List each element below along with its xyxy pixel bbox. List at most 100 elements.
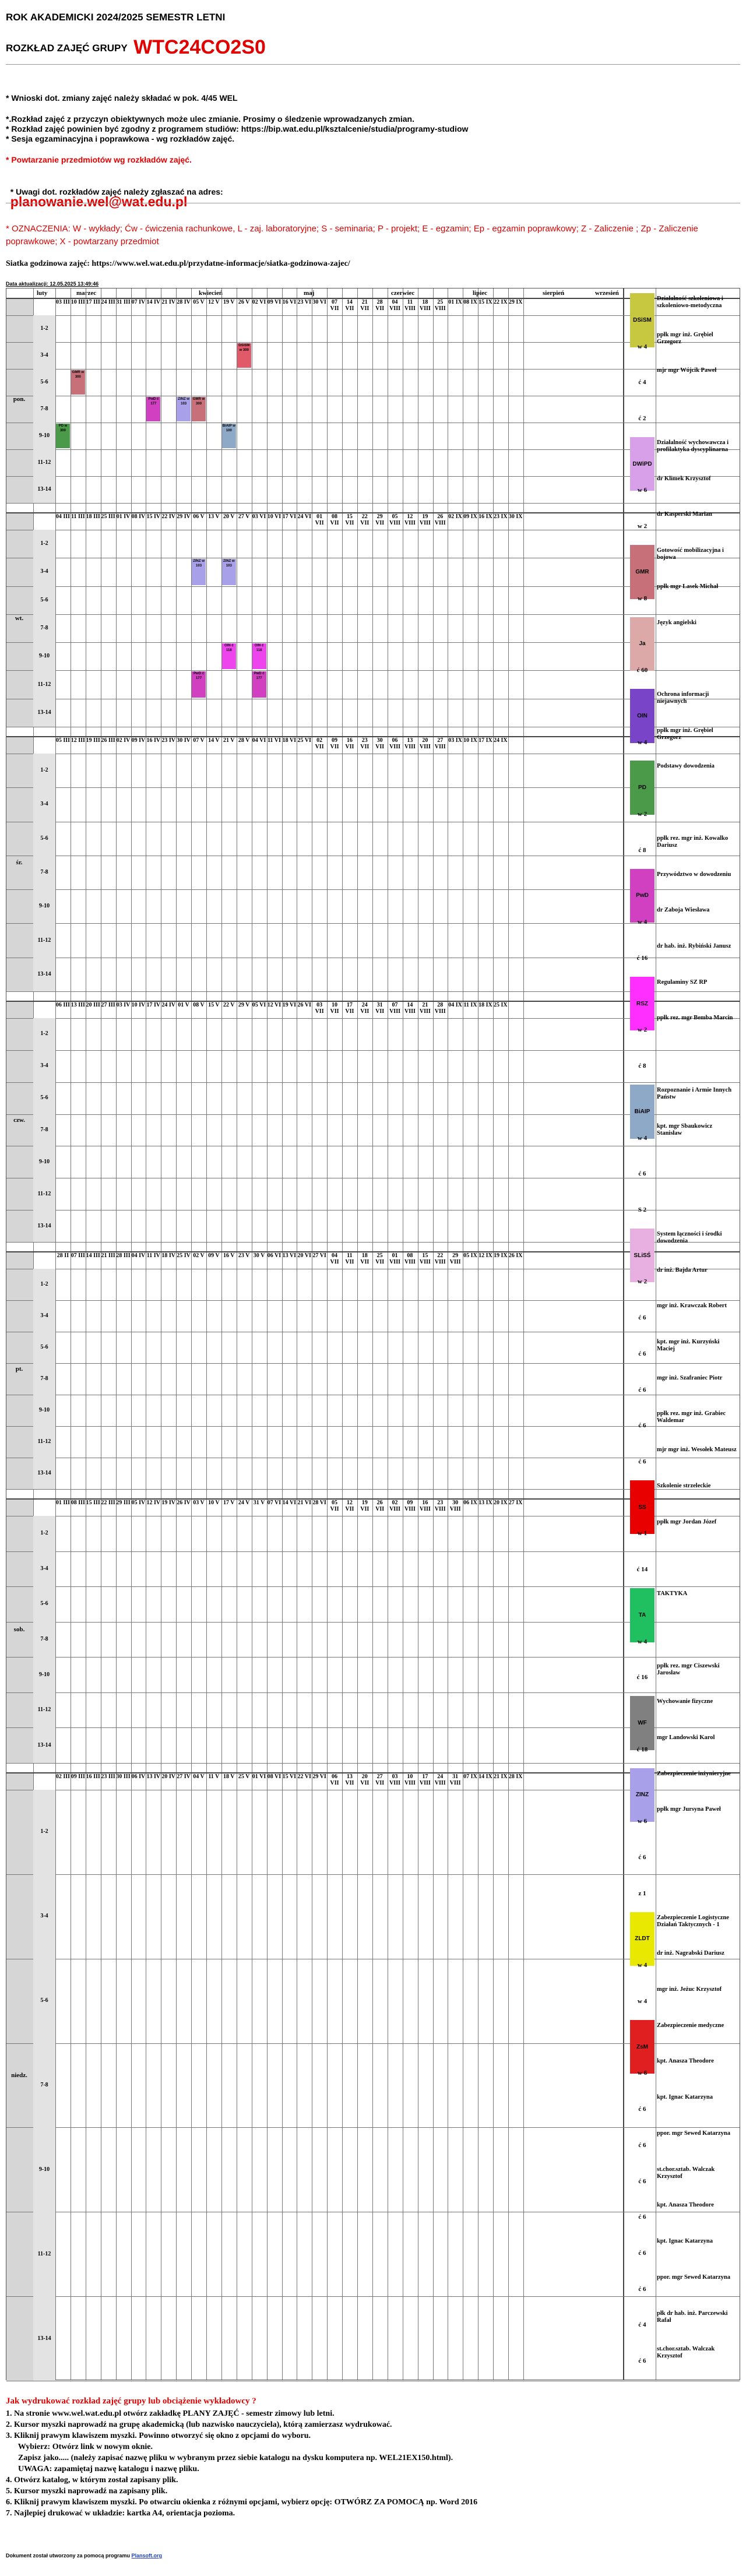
hour-band <box>33 1178 55 1210</box>
legend-count: ć 6 <box>638 2249 646 2257</box>
hour-band <box>33 476 55 503</box>
month-label: luty <box>37 290 48 297</box>
date-cell: 14 V <box>208 737 220 744</box>
date-cell: 06 IX <box>463 1500 477 1506</box>
date-cell: 28 V <box>238 737 250 744</box>
class-block[interactable]: PwD ć 177 <box>146 397 161 421</box>
legend-code: DSiSM <box>630 293 654 347</box>
hour-label: 9-10 <box>38 903 50 910</box>
legend-count: ć 60 <box>636 667 648 674</box>
day-band <box>6 736 33 991</box>
row-line <box>6 1489 740 1490</box>
date-cell: 08 III <box>71 1500 85 1506</box>
hour-band <box>33 787 55 822</box>
hour-band <box>33 1458 55 1489</box>
day-separator <box>6 1251 740 1252</box>
month-label: maj <box>304 290 315 297</box>
legend-name: mgr inż. Szafraniec Piotr <box>657 1374 723 1381</box>
legend-count: ć 4 <box>638 2321 646 2329</box>
plansoft-link[interactable]: Plansoft.org <box>131 2553 163 2559</box>
date-cell: 10 III <box>71 299 85 305</box>
class-block[interactable]: GMR w 300 <box>192 397 206 421</box>
hour-band <box>33 1727 55 1763</box>
date-cell: 17 VI <box>282 513 297 520</box>
hour-band <box>33 1586 55 1622</box>
hour-band <box>33 889 55 924</box>
date-cell: 01 IX <box>448 299 462 305</box>
legend-count: w 6 <box>637 1818 648 1825</box>
date-cell: 30 V <box>253 1252 265 1259</box>
hour-band <box>33 1269 55 1300</box>
date-cell: 30 VI <box>312 299 326 305</box>
row-line <box>6 315 740 316</box>
hour-label: 1-2 <box>40 1030 48 1037</box>
date-cell: 26 IX <box>508 1252 523 1259</box>
date-cell: 25 IX <box>493 1002 508 1008</box>
day-separator <box>6 1001 740 1002</box>
date-cell: 09 VII <box>330 737 339 750</box>
date-cell: 22 VII <box>360 513 370 526</box>
uwagi-mail-link[interactable]: planowanie.wel@wat.edu.pl <box>10 194 188 209</box>
class-block[interactable]: DSiSM w 300 <box>237 343 251 368</box>
hour-band <box>33 1050 55 1082</box>
date-cell: 04 VI <box>252 737 266 744</box>
legend-code: PD <box>630 761 654 815</box>
date-cell: 09 IX <box>463 513 477 520</box>
date-cell: 16 V <box>223 1252 235 1259</box>
class-block[interactable]: OIN ć 118 <box>252 643 266 670</box>
date-cell: 14 VI <box>282 1500 297 1506</box>
date-cell: 22 IV <box>161 513 175 520</box>
date-cell: 16 IX <box>478 513 492 520</box>
hour-band <box>33 1551 55 1587</box>
class-block[interactable]: GMR w 300 <box>71 370 85 395</box>
date-cell: 14 IV <box>146 299 161 305</box>
date-cell: 14 III <box>86 1252 100 1259</box>
hour-band <box>33 1210 55 1242</box>
day-label-0: pon. <box>13 396 26 403</box>
day-label-6: niedz. <box>11 2072 27 2079</box>
date-cell: 07 VII <box>330 299 339 312</box>
hour-band <box>33 1363 55 1395</box>
siatka-link[interactable]: Siatka godzinowa zajęć: https://www.wel.… <box>6 259 350 268</box>
hour-band <box>33 1790 55 1874</box>
date-cell: 04 III <box>55 513 71 520</box>
class-block[interactable]: ZINZ w 103 <box>192 559 206 585</box>
date-cell: 29 IV <box>177 513 191 520</box>
class-block[interactable]: BiAIP w 100 <box>221 424 236 448</box>
month-label: kwiecień <box>199 290 223 297</box>
date-cell: 08 IV <box>131 513 146 520</box>
class-block[interactable]: PwD ć 177 <box>192 671 206 698</box>
date-cell: 18 VII <box>360 1252 370 1265</box>
class-block[interactable]: ZINZ w 103 <box>221 559 236 585</box>
row-line <box>6 991 740 992</box>
hour-label: 5-6 <box>40 1600 48 1607</box>
date-cell: 10 VIII <box>404 1773 416 1786</box>
day-separator <box>6 736 740 737</box>
hour-band <box>33 754 55 788</box>
legend-count: ć 16 <box>636 1674 648 1681</box>
date-cell: 23 V <box>238 1252 250 1259</box>
class-block[interactable]: OIN ć 118 <box>221 643 236 670</box>
date-cell: 11 III <box>71 513 85 520</box>
hour-band <box>33 1958 55 2043</box>
legend-code: SLiSŚ <box>630 1228 654 1283</box>
date-cell: 02 V <box>193 1252 205 1259</box>
date-cell: 12 VIII <box>404 513 416 526</box>
date-cell: 28 VIII <box>434 1002 446 1015</box>
class-block[interactable]: PD w 300 <box>56 424 70 448</box>
legend-count: w 8 <box>637 594 648 602</box>
note-powtarzanie: * Powtarzanie przedmiotów wg rozkładów z… <box>6 155 192 164</box>
date-cell: 06 VI <box>267 1252 281 1259</box>
date-cell: 28 II <box>57 1252 69 1259</box>
date-cell: 25 VI <box>297 737 311 744</box>
row-line <box>6 614 740 615</box>
date-cell: 31 III <box>116 299 131 305</box>
date-cell: 13 VIII <box>404 737 416 750</box>
class-block[interactable]: PwD ć 177 <box>252 671 266 698</box>
class-block[interactable]: ZINZ w 103 <box>177 397 191 421</box>
row-line <box>6 449 740 450</box>
note-wnioski: * Wnioski dot. zmiany zajęć należy skład… <box>6 93 238 103</box>
row-line <box>6 1586 740 1588</box>
